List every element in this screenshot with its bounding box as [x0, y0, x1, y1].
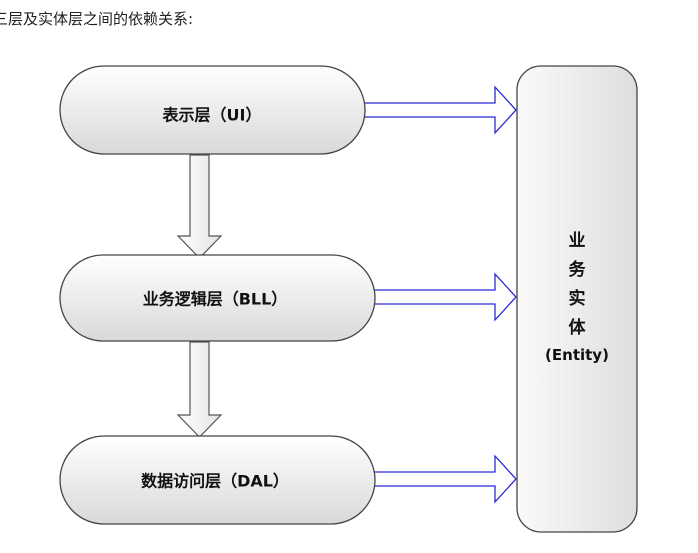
entity-char-3: 实: [569, 288, 586, 309]
layer-label-bll: 业务逻辑层（BLL）: [143, 290, 288, 309]
layer-label-ui: 表示层（UI）: [162, 106, 262, 125]
entity-char-4: 体: [569, 317, 587, 338]
diagram-caption: 三层及实体层之间的依赖关系:: [0, 10, 194, 28]
entity-char-1: 业: [569, 231, 586, 251]
right-arrow-bll-to-entity: [371, 272, 517, 322]
right-arrow-dal-to-entity: [371, 454, 517, 504]
right-arrow-ui-to-entity: [360, 85, 517, 135]
layer-node-ui: 表示层（UI）: [59, 65, 366, 155]
entity-char-2: 务: [569, 259, 587, 280]
layer-node-bll: 业务逻辑层（BLL）: [59, 254, 376, 342]
layer-label-dal: 数据访问层（DAL）: [141, 472, 289, 491]
down-arrow-bll-to-dal: [176, 341, 223, 438]
entity-english-label: (Entity): [545, 346, 609, 364]
layer-node-dal: 数据访问层（DAL）: [59, 435, 376, 525]
down-arrow-ui-to-bll: [176, 154, 223, 259]
entity-box: 业 务 实 体 (Entity): [516, 65, 638, 533]
